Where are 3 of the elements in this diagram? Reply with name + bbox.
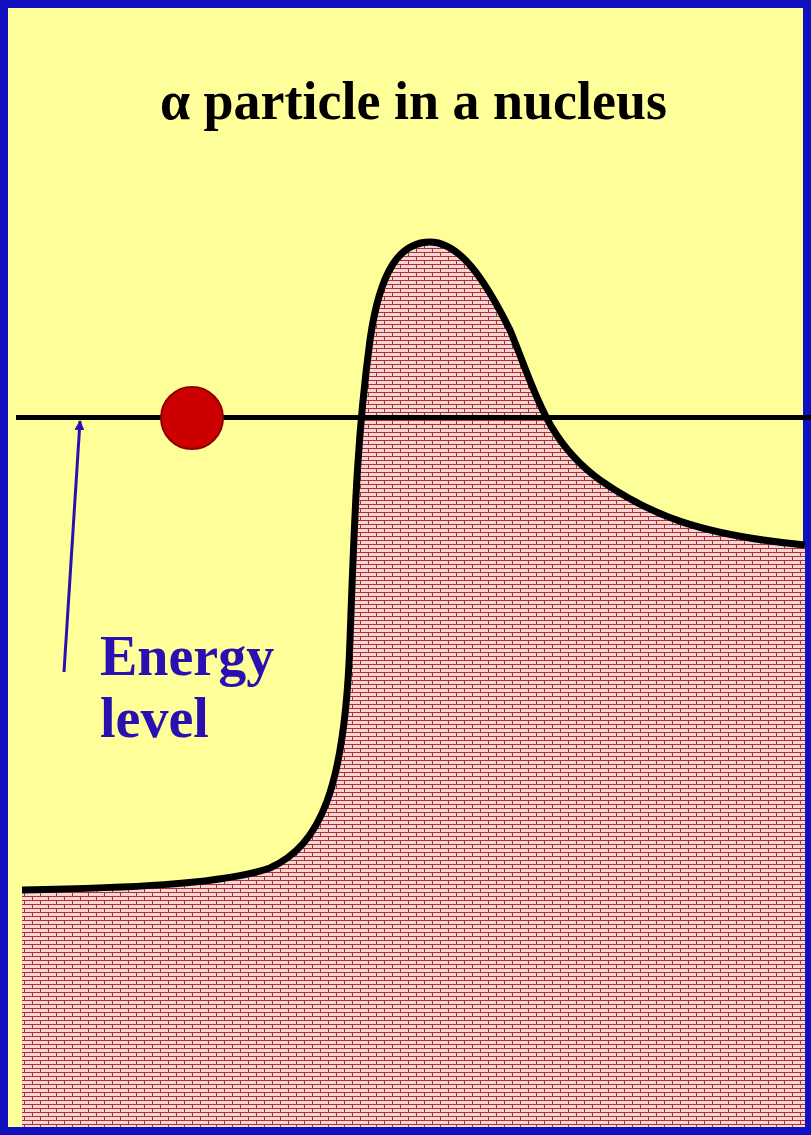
leader-line (62, 420, 85, 673)
title: α particle in a nucleus (158, 70, 669, 132)
leader-text: Energy level (62, 625, 360, 749)
